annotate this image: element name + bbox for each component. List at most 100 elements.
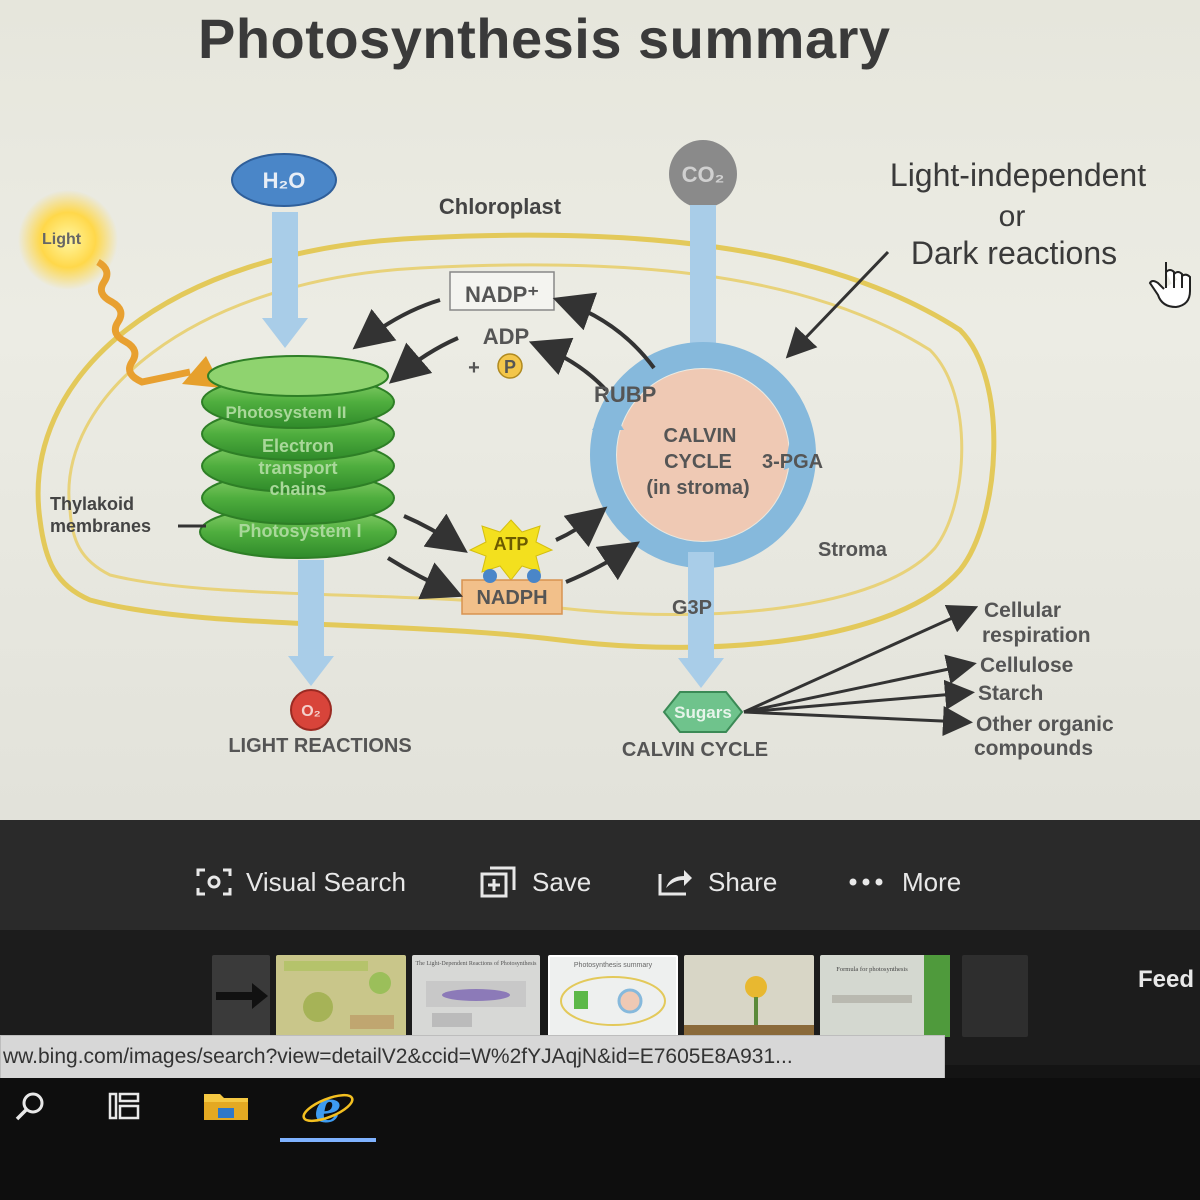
arrow-nadph-to-calvin [565, 541, 640, 584]
thumbnail-2[interactable]: The Light-Dependent Reactions of Photosy… [412, 955, 540, 1037]
more-label: More [902, 866, 962, 897]
thumbnail-1[interactable] [276, 955, 406, 1037]
calvin-arrow-right-icon [784, 440, 812, 470]
label-light: Light [42, 231, 82, 248]
label-dark-reactions: Dark reactions [911, 235, 1117, 271]
thumbnail-3-selected[interactable]: Photosynthesis summary [548, 955, 678, 1037]
label-transport: transport [258, 458, 337, 478]
svg-text:e: e [315, 1084, 342, 1132]
taskbar-search-button[interactable] [10, 1084, 50, 1133]
light-ray-icon [96, 258, 191, 386]
label-chains: chains [269, 479, 326, 499]
label-thylakoid: Thylakoid [50, 494, 134, 514]
label-electron: Electron [262, 436, 334, 456]
h2o-arrowhead-icon [262, 318, 308, 348]
thumbnail-5-caption: Formula for photosynthesis [836, 966, 908, 973]
arrow-to-starch [743, 679, 975, 714]
pointer-dark-reactions [785, 250, 890, 359]
co2-circle [669, 140, 737, 208]
sun-icon [18, 190, 118, 290]
electron-dot-1 [483, 569, 497, 583]
o2-circle [290, 689, 332, 731]
arrow-adp-to-thylakoid [388, 336, 459, 384]
chloroplast-inner-outline [67, 263, 964, 616]
image-actions-toolbar [0, 820, 1200, 930]
thumbnail-4[interactable] [684, 955, 814, 1037]
label-nadp-plus: NADP⁺ [465, 282, 539, 307]
share-button[interactable]: Share [656, 862, 777, 902]
thumbnail-5[interactable]: Formula for photosynthesis [820, 955, 950, 1037]
internet-explorer-icon: e [302, 1083, 354, 1132]
visual-search-button[interactable]: Visual Search [196, 862, 406, 902]
more-dots-icon [849, 878, 883, 886]
page-title: Photosynthesis summary [198, 7, 891, 70]
label-photosystem-i: Photosystem I [238, 521, 361, 541]
electron-dot-2 [527, 569, 541, 583]
label-respiration: respiration [982, 624, 1091, 647]
label-light-independent: Light-independent [890, 157, 1146, 193]
thumbnail-2-caption: The Light-Dependent Reactions of Photosy… [416, 960, 538, 967]
label-or: or [999, 200, 1026, 233]
label-photosystem-ii: Photosystem II [226, 403, 347, 422]
windows-taskbar [0, 1078, 1200, 1200]
thumbnail-6[interactable] [962, 955, 1028, 1037]
g3p-arrow-shaft [688, 552, 714, 662]
arrow-right-icon [216, 983, 268, 1009]
task-view-button[interactable] [104, 1084, 144, 1133]
arrow-thylakoid-to-nadph [386, 556, 463, 600]
internet-explorer-button[interactable]: e [298, 1083, 358, 1137]
share-label: Share [708, 866, 778, 897]
arrow-rubp-to-adp [528, 337, 608, 392]
label-rubp: RUBP [594, 382, 656, 407]
label-calvin: CALVIN [664, 425, 737, 447]
filmstrip-prev-button[interactable] [212, 955, 270, 1037]
label-nadph: NADPH [476, 587, 547, 609]
label-g3p: G3P [672, 597, 712, 619]
thumbnail-4-image [684, 976, 814, 1037]
thumbnail-1-image [284, 961, 394, 1029]
thumbnail-3-image: Photosynthesis summary [560, 962, 666, 1026]
active-app-indicator [280, 1138, 376, 1142]
label-in-stroma: (in stroma) [646, 477, 749, 499]
label-phosphate: P [504, 357, 516, 377]
task-view-icon [108, 1092, 140, 1120]
label-membranes: membranes [50, 516, 151, 536]
label-sugars: Sugars [674, 703, 732, 722]
chloroplast-outline [35, 232, 997, 650]
folder-icon [204, 1094, 248, 1120]
save-icon [480, 866, 516, 898]
label-calvin-cycle: CALVIN CYCLE [622, 739, 768, 761]
label-cycle: CYCLE [664, 451, 732, 473]
label-compounds: compounds [974, 737, 1093, 760]
o2-arrowhead-icon [288, 656, 334, 686]
hand-cursor-icon [1148, 262, 1191, 309]
file-explorer-button[interactable] [200, 1084, 252, 1133]
arrow-to-cellular-respiration [743, 604, 979, 714]
feedback-link[interactable]: Feed [1138, 966, 1195, 993]
label-other-organic: Other organic [976, 713, 1114, 736]
o2-arrow-shaft [298, 560, 324, 660]
save-button[interactable]: Save [480, 862, 591, 902]
search-icon [15, 1092, 44, 1121]
share-icon [658, 870, 692, 896]
arrow-atp-to-calvin [555, 506, 608, 548]
arrow-thylakoid-to-atp [403, 513, 468, 553]
diagram-svg: H₂O CO₂ Chloroplast Light Light-independ… [18, 140, 1191, 761]
thumbnail-5-image: Formula for photosynthesis [832, 955, 950, 1037]
arrow-to-cellulose [743, 654, 977, 714]
arrow-rubp-to-nadp [552, 292, 656, 370]
label-co2: CO₂ [682, 162, 725, 187]
calvin-arrow-up-icon [592, 404, 624, 430]
arrow-nadp-to-thylakoid [352, 298, 441, 350]
label-o2: O₂ [301, 703, 321, 720]
status-url-bar: ww.bing.com/images/search?view=detailV2&… [0, 1035, 945, 1079]
thumbnail-2-image: The Light-Dependent Reactions of Photosy… [416, 960, 538, 1027]
phosphate-circle [497, 353, 523, 379]
label-h2o: H₂O [263, 168, 306, 193]
save-label: Save [532, 866, 592, 897]
label-3-pga: 3-PGA [762, 451, 823, 473]
visual-search-label: Visual Search [246, 866, 406, 897]
more-button[interactable]: More [848, 862, 961, 902]
label-light-reactions: LIGHT REACTIONS [228, 735, 411, 757]
